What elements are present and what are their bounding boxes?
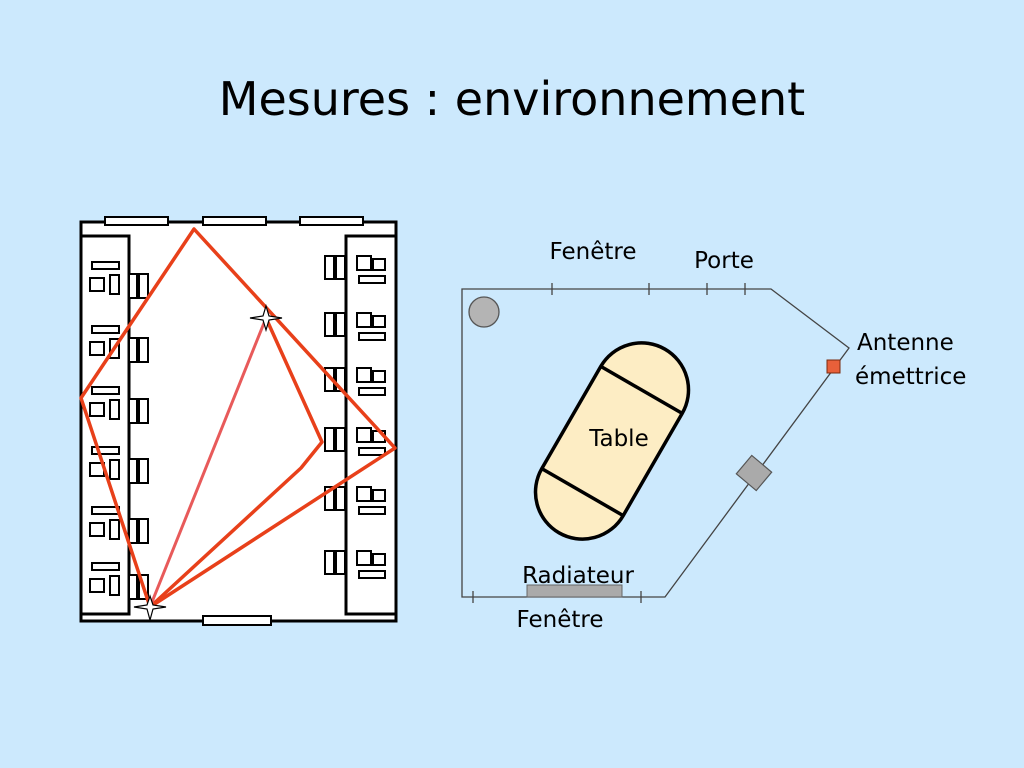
workstation [89,261,149,299]
wall-ticks [472,283,746,603]
workstation [89,386,149,424]
radiator-shape [526,584,623,598]
reflected-ray-path-inner [148,317,324,609]
right-workstations [324,255,386,579]
label-table: Table [588,426,648,452]
receiver-star-icon [133,594,167,623]
slide-title: Mesures : environnement [218,72,806,126]
reflected-ray-path-outer [79,227,397,609]
workstation [324,255,386,284]
direct-ray-path [148,317,268,608]
wall-fixture-box [735,454,773,492]
transmitter-star-icon [249,303,283,333]
label-window-top: Fenêtre [550,239,637,265]
top-windows [104,216,364,226]
workstation [324,427,386,456]
workstation [324,367,386,396]
workstation [324,486,386,515]
workstation [89,446,149,484]
label-door: Porte [694,248,754,274]
antenna-icon [826,359,841,374]
round-object-icon [468,296,500,328]
label-antenna-line2: émettrice [855,364,966,390]
workstation [324,550,386,579]
workstation [89,506,149,544]
table-shape [533,341,691,541]
propagation-plan [79,216,398,626]
label-antenna-line1: Antenne [857,330,954,356]
label-window-bottom: Fenêtre [517,607,604,633]
workstation [324,312,386,341]
bottom-door [202,615,272,626]
room-plan: Fenêtre Porte Antenne émettrice Table Ra… [461,239,966,633]
label-radiator: Radiateur [522,563,634,589]
